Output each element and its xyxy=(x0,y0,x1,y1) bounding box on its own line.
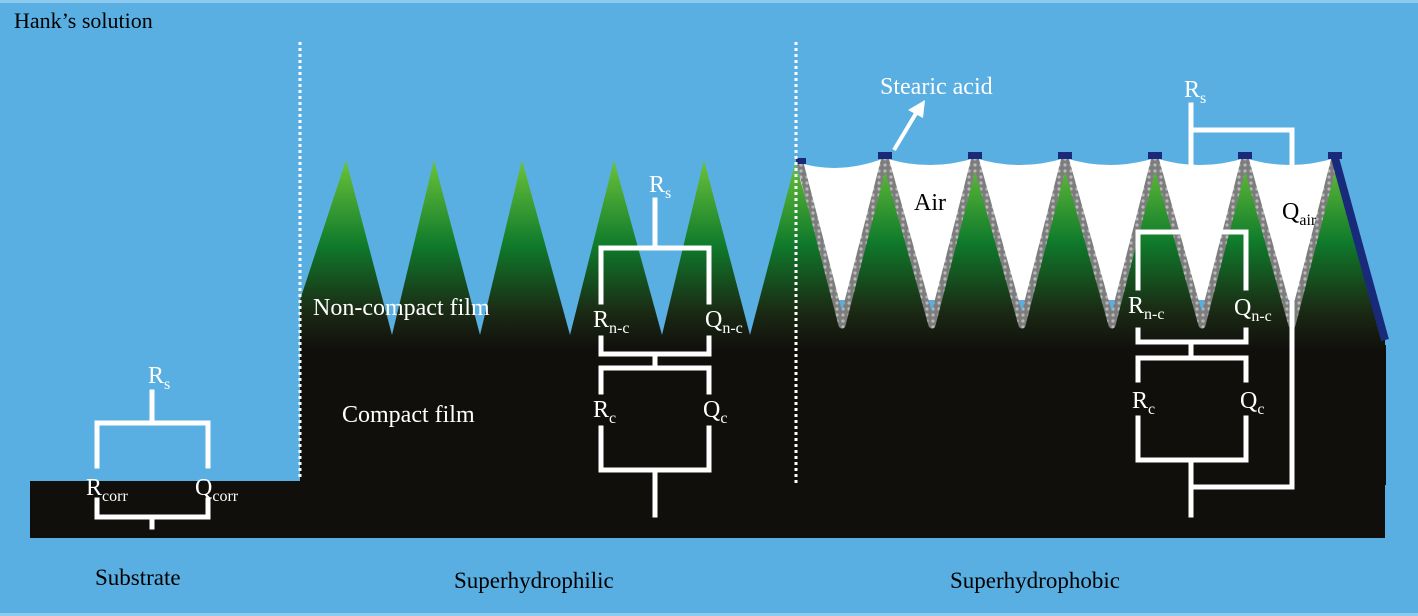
qair-label: Qair xyxy=(1282,199,1317,229)
rnc-label-hydrophilic: Rn-c xyxy=(593,307,629,337)
air-label: Air xyxy=(914,190,946,216)
substrate-slab xyxy=(30,481,1385,538)
rs-label-hydrophobic: Rs xyxy=(1184,77,1206,107)
stearic-acid-label: Stearic acid xyxy=(880,74,993,100)
rs-label-hydrophilic: Rs xyxy=(649,172,671,202)
top-border xyxy=(0,0,1418,3)
section-label-superhydrophilic: Superhydrophilic xyxy=(454,568,614,593)
rnc-label-hydrophobic: Rn-c xyxy=(1128,293,1164,323)
qc-label-hydrophobic: Qc xyxy=(1240,388,1264,418)
section-label-superhydrophobic: Superhydrophobic xyxy=(950,568,1120,593)
stearic-acid-heads xyxy=(796,152,1342,164)
bottom-border xyxy=(0,613,1418,616)
qcorr-label: Qcorr xyxy=(195,475,239,505)
qc-label-hydrophilic: Qc xyxy=(703,397,727,427)
circuit-superhydrophobic xyxy=(1135,102,1295,518)
superhydrophilic-film xyxy=(300,160,796,485)
circuit-superhydrophilic xyxy=(598,197,712,518)
hanks-solution-label: Hank’s solution xyxy=(14,8,153,33)
non-compact-film-spikes xyxy=(300,160,796,350)
stearic-acid-arrow xyxy=(892,100,925,152)
non-compact-film-label: Non-compact film xyxy=(313,295,490,321)
stearic-acid-edge xyxy=(1331,156,1389,342)
compact-film-block-2 xyxy=(796,345,1386,485)
qnc-label-hydrophobic: Qn-c xyxy=(1234,295,1272,325)
compact-film-label: Compact film xyxy=(342,402,475,428)
compact-film-block xyxy=(300,345,796,485)
rcorr-label: Rcorr xyxy=(86,475,128,505)
circuit-substrate xyxy=(94,389,211,530)
qnc-label-hydrophilic: Qn-c xyxy=(705,307,743,337)
rs-label-substrate: Rs xyxy=(148,363,170,393)
rc-label-hydrophilic: Rc xyxy=(593,397,616,427)
section-label-substrate: Substrate xyxy=(95,565,181,590)
superhydrophobic-film xyxy=(796,152,1389,485)
rc-label-hydrophobic: Rc xyxy=(1132,388,1155,418)
